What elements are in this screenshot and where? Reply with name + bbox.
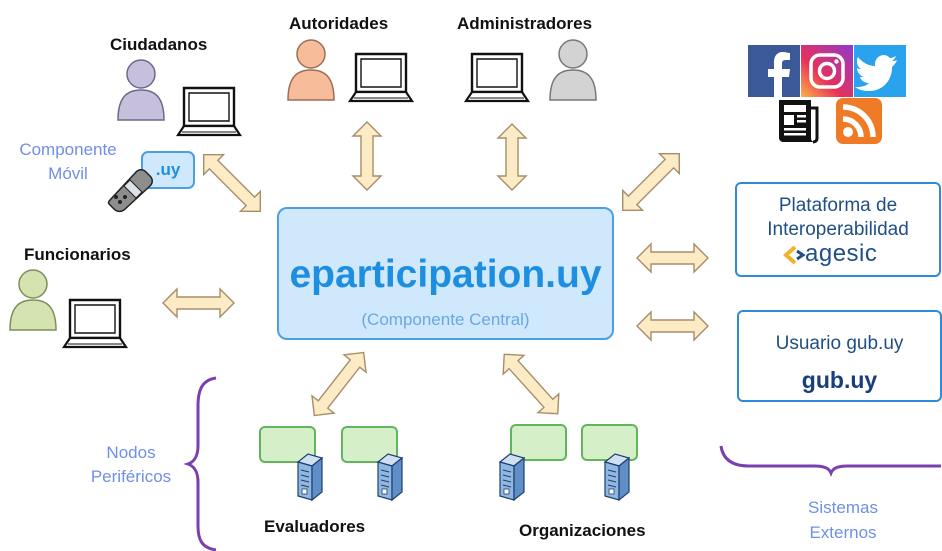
agesic-chevron-icon — [782, 245, 806, 265]
actor-label-funcionarios: Funcionarios — [24, 245, 131, 264]
actor-label-organizaciones: Organizaciones — [519, 521, 646, 540]
actor-label-ciudadanos: Ciudadanos — [110, 35, 208, 54]
actor-label-evaluadores: Evaluadores — [264, 517, 366, 536]
interoperability-platform-box: Plataforma de Interoperabilidad agesic — [735, 182, 941, 277]
person-icon — [287, 39, 335, 101]
arrow-organizaciones — [502, 353, 560, 415]
person-icon — [117, 59, 165, 121]
social-icons — [746, 43, 908, 99]
central-title: eparticipation.uy — [289, 253, 602, 296]
gub-logo-text: gub.uy — [801, 367, 878, 393]
arrow-funcionarios — [162, 287, 235, 319]
facebook-icon — [748, 45, 800, 97]
peripheral-line1: Nodos — [106, 443, 156, 462]
twitter-icon — [854, 45, 906, 97]
server-icon — [377, 453, 403, 501]
server-icon — [297, 453, 323, 501]
rss-icon — [836, 98, 882, 144]
arrow-evaluadores — [311, 351, 367, 417]
external-systems-label: Sistemas Externos — [800, 495, 886, 545]
server-icon — [499, 453, 525, 501]
gub-user-box: Usuario gub.uy gub.uy — [737, 310, 942, 402]
external-systems-line1: Sistemas — [808, 498, 878, 517]
actor-label-administradores: Administradores — [457, 14, 593, 33]
instagram-icon — [801, 45, 853, 97]
peripheral-line2: Periféricos — [90, 467, 172, 486]
interop-line2: Interoperabilidad — [767, 219, 909, 240]
peripheral-bracket — [183, 376, 217, 551]
mobile-label-line1: Componente — [19, 140, 117, 159]
node-organizacion-1 — [510, 424, 567, 461]
actor-label-autoridades: Autoridades — [289, 14, 389, 33]
external-systems-line2: Externos — [809, 523, 877, 542]
mobile-phone-icon — [107, 169, 153, 213]
central-subtitle: (Componente Central) — [361, 310, 530, 329]
arrow-ciudadanos — [203, 154, 261, 212]
central-component: eparticipation.uy (Componente Central) — [277, 207, 614, 340]
external-systems-bracket — [719, 445, 941, 478]
server-icon — [604, 453, 630, 501]
peripheral-nodes-label: Nodos Periféricos — [88, 441, 174, 489]
mobile-component-label: Componente Móvil — [6, 138, 130, 186]
arrow-interoperabilidad — [636, 242, 709, 274]
arrow-administradores — [496, 123, 528, 191]
agesic-logo-text: agesic — [805, 240, 878, 267]
person-icon — [549, 39, 597, 101]
agesic-logo: agesic — [782, 240, 903, 268]
arrow-autoridades — [351, 121, 383, 191]
arrow-redes — [622, 153, 680, 211]
person-icon — [9, 269, 57, 331]
news-icon — [779, 100, 819, 144]
mobile-label-line2: Móvil — [48, 164, 88, 183]
gub-line1: Usuario gub.uy — [775, 333, 904, 354]
arrow-gub — [636, 310, 709, 342]
interop-line1: Plataforma de — [778, 195, 898, 216]
